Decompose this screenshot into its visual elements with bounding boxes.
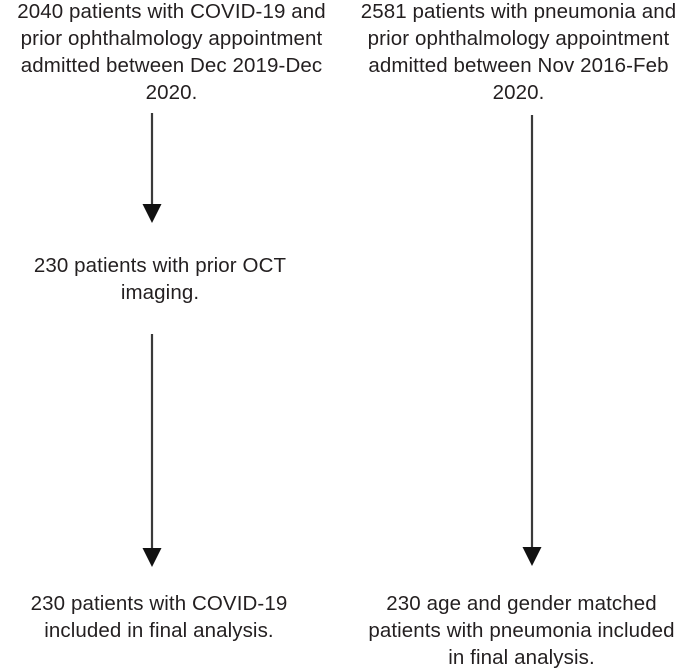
arrow-oct-to-covid-final (142, 334, 162, 567)
arrow-pneumonia-to-final-head (522, 547, 542, 566)
flow-node-pneumonia-final: 230 age and gender matched patients with… (368, 592, 675, 669)
arrow-pneumonia-to-final (522, 115, 542, 566)
flow-node-covid-cohort: 2040 patients with COVID-19 and prior op… (17, 0, 326, 104)
flow-node-oct-imaging: 230 patients with prior OCT imaging. (33, 254, 287, 304)
flow-node-covid-final: 230 patients with COVID-19 included in f… (30, 592, 288, 642)
arrow-oct-to-covid-final-head (142, 548, 162, 567)
arrow-covid-to-oct (142, 113, 162, 223)
flow-node-pneumonia-cohort: 2581 patients with pneumonia and prior o… (360, 0, 677, 104)
arrow-covid-to-oct-head (142, 204, 162, 223)
